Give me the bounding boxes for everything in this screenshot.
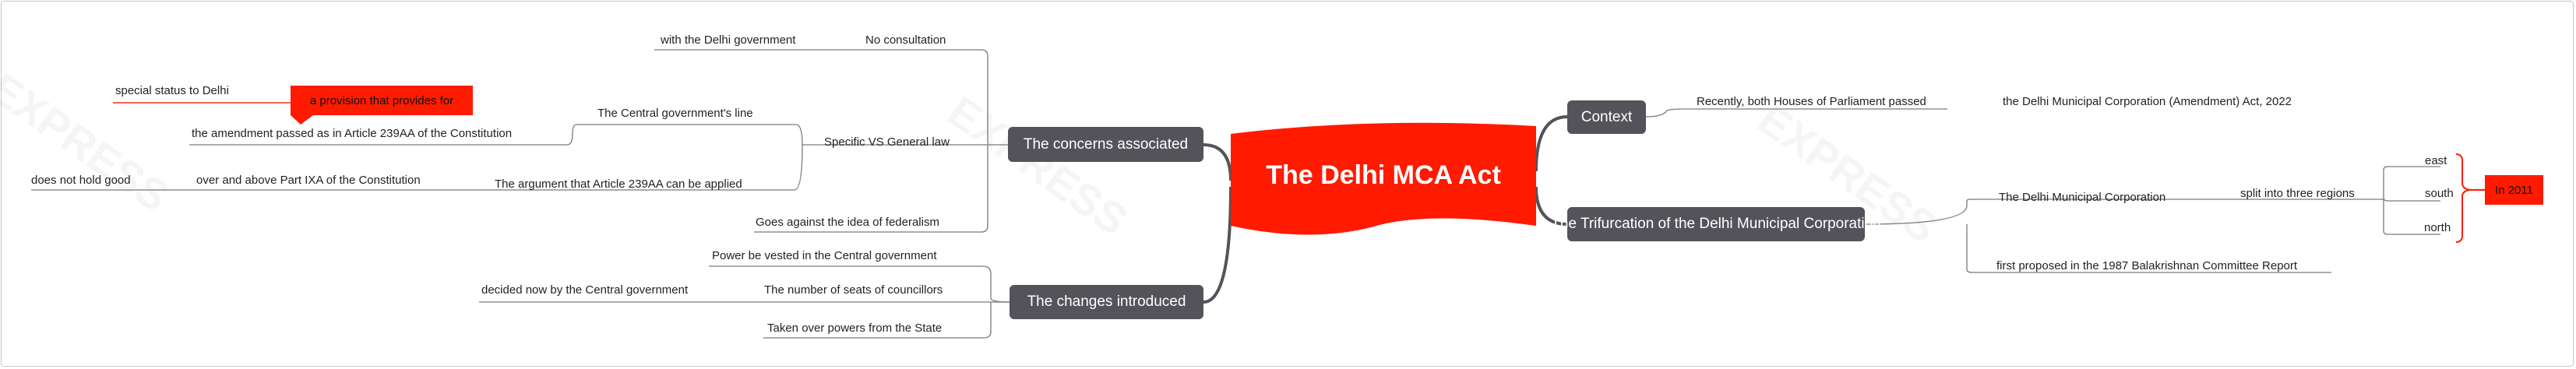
label-power-vested: Power be vested in the Central governmen…	[712, 249, 937, 262]
label-taken-over-powers: Taken over powers from the State	[767, 322, 943, 335]
label-argument-239aa: The argument that Article 239AA can be a…	[495, 177, 742, 191]
label-dmc-amendment-act: the Delhi Municipal Corporation (Amendme…	[2003, 95, 2292, 108]
node-concerns[interactable]: The concerns associated	[1008, 127, 1203, 162]
label-over-above-part-ixa: over and above Part IXA of the Constitut…	[196, 174, 421, 187]
label-specific-vs-general: Specific VS General law	[824, 135, 950, 149]
label-central-government-line: The Central government's line	[597, 107, 753, 120]
line-trif-proposed	[1966, 224, 2331, 273]
line-trif-corporation	[1864, 199, 2189, 225]
node-trifurcation[interactable]: The Trifurcation of the Delhi Municipal …	[1551, 207, 1881, 241]
line-powers-taken	[763, 302, 992, 339]
line-argument	[493, 144, 803, 191]
label-special-status: special status to Delhi	[115, 84, 229, 97]
label-dmc: The Delhi Municipal Corporation	[1999, 191, 2166, 204]
region-bracket	[2455, 153, 2470, 243]
label-balakrishnan-report: first proposed in the 1987 Balakrishnan …	[1996, 259, 2298, 272]
callout-provision: a provision that provides for	[291, 86, 473, 115]
branch-changes	[1203, 186, 1232, 304]
label-no-consultation: No consultation	[865, 33, 946, 47]
label-region-north: north	[2424, 221, 2451, 234]
label-region-south: south	[2425, 187, 2454, 200]
label-amendment-passed: the amendment passed as in Article 239AA…	[192, 127, 513, 140]
label-against-federalism: Goes against the idea of federalism	[756, 216, 939, 229]
label-decided-by-central: decided now by the Central government	[481, 283, 689, 297]
branch-concerns	[1203, 143, 1232, 181]
line-central-line	[606, 124, 803, 146]
node-context[interactable]: Context	[1567, 100, 1646, 134]
label-with-delhi-government: with the Delhi government	[661, 33, 796, 47]
line-context-child	[1645, 108, 1947, 118]
label-split-three-regions: split into three regions	[2240, 187, 2355, 200]
label-does-not-hold-good: does not hold good	[31, 174, 131, 187]
central-topic-title[interactable]: The Delhi MCA Act	[1266, 160, 1501, 190]
line-concerns-trunk	[970, 49, 1008, 146]
line-central-to-amendment	[189, 124, 606, 146]
node-changes[interactable]: The changes introduced	[1010, 285, 1203, 319]
callout-pointer	[291, 115, 313, 125]
line-region-north	[2383, 199, 2440, 235]
label-region-east: east	[2425, 154, 2447, 167]
line-federalism	[754, 145, 988, 233]
branch-trifurcation	[1535, 186, 1568, 226]
label-recently-passed: Recently, both Houses of Parliament pass…	[1697, 95, 1926, 108]
central-topic-shape	[1231, 122, 1536, 235]
branch-context	[1535, 115, 1568, 172]
label-number-of-seats: The number of seats of councillors	[764, 283, 943, 297]
line-region-east	[2383, 166, 2440, 199]
tag-in-2011: In 2011	[2485, 175, 2543, 205]
